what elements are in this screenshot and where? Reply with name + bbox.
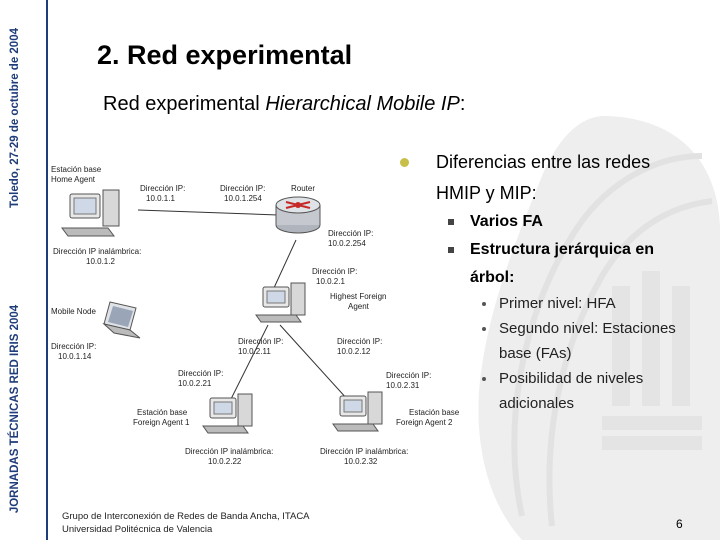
level3-bullet-3-line-1: Posibilidad de niveles — [499, 370, 644, 387]
main-bullet-icon — [400, 158, 409, 167]
level2-bullet-2-line-2: árbol: — [470, 269, 515, 286]
link-hfa-fa1 — [227, 324, 269, 406]
mobile-node-name: Mobile Node — [51, 307, 96, 316]
level3-bullet-2-icon — [482, 327, 486, 331]
slide-subtitle: Red experimental Hierarchical Mobile IP: — [103, 93, 465, 116]
router-icon — [275, 196, 321, 234]
fa1-wireless-label: Dirección IP inalámbrica: — [185, 447, 273, 456]
ha-title-1: Estación base — [51, 165, 102, 174]
level3-bullet-2-line-1: Segundo nivel: Estaciones — [499, 320, 676, 337]
ha-title-2: Home Agent — [51, 175, 96, 184]
subtitle-plain: Red experimental — [103, 93, 266, 115]
fa1-ip: 10.0.2.21 — [178, 379, 212, 388]
hfa-name-2: Agent — [348, 302, 370, 311]
level3-bullet-1-line-1: Primer nivel: HFA — [499, 295, 616, 312]
subtitle-end: : — [459, 93, 466, 115]
sidebar-divider — [46, 0, 48, 540]
network-links — [137, 209, 349, 406]
hfa-right-ip-label: Dirección IP: — [337, 337, 382, 346]
main-bullet-line-1: Diferencias entre las redes — [436, 152, 651, 172]
hfa-ip-label: Dirección IP: — [312, 267, 357, 276]
fa2-name-2: Foreign Agent 2 — [396, 418, 453, 427]
ha-wireless-ip: 10.0.1.2 — [86, 257, 115, 266]
highest-foreign-agent-computer-icon — [255, 282, 306, 323]
mn-ip: 10.0.1.14 — [58, 352, 92, 361]
sidebar-event: JORNADAS TÉCNICAS RED IRIS 2004 — [9, 304, 21, 514]
level2-bullet-1-icon — [448, 219, 454, 225]
mn-ip-label: Dirección IP: — [51, 342, 96, 351]
fa2-ip: 10.0.2.31 — [386, 381, 420, 390]
router-ip-label: Dirección IP: — [220, 184, 265, 193]
link-router-hfa — [272, 239, 297, 291]
ha-ip-label: Dirección IP: — [140, 184, 185, 193]
fa1-name-2: Foreign Agent 1 — [133, 418, 190, 427]
sidebar: Toledo, 27-29 de octubre de 2004 JORNADA… — [0, 0, 46, 540]
ha-wireless-label: Dirección IP inalámbrica: — [53, 247, 141, 256]
foreign-agent-2-computer-icon — [332, 391, 383, 432]
university-seal-watermark — [478, 116, 720, 540]
level2-bullet-2-line-1: Estructura jerárquica en — [470, 241, 655, 258]
hfa-ip: 10.0.2.1 — [316, 277, 345, 286]
fa1-ip-label: Dirección IP: — [178, 369, 223, 378]
hfa-right-ip: 10.0.2.12 — [337, 347, 371, 356]
router-ip2: 10.0.2.254 — [328, 239, 366, 248]
hfa-left-ip: 10.0.2.11 — [238, 347, 271, 356]
level2-bullet-2-icon — [448, 247, 454, 253]
router-ip2-label: Dirección IP: — [328, 229, 373, 238]
footer-line-2: Universidad Politécnica de Valencia — [62, 524, 213, 535]
network-diagram: Estación base Home Agent Dirección IP: 1… — [51, 165, 460, 466]
fa2-wireless-ip: 10.0.2.32 — [344, 457, 378, 466]
ha-ip: 10.0.1.1 — [146, 194, 175, 203]
level3-bullet-1-icon — [482, 302, 486, 306]
router-name: Router — [291, 184, 315, 193]
level3-bullet-2-line-2: base (FAs) — [499, 345, 572, 362]
fa1-wireless-ip: 10.0.2.22 — [208, 457, 242, 466]
router-ip: 10.0.1.254 — [224, 194, 262, 203]
home-agent-computer-icon — [61, 189, 120, 237]
foreign-agent-1-computer-icon — [202, 393, 253, 434]
hfa-name-1: Highest Foreign — [330, 292, 386, 301]
level2-bullet-1-line-1: Varios FA — [470, 213, 543, 230]
level3-bullet-3-icon — [482, 377, 486, 381]
fa1-name-1: Estación base — [137, 408, 188, 417]
fa2-ip-label: Dirección IP: — [386, 371, 431, 380]
fa2-wireless-label: Dirección IP inalámbrica: — [320, 447, 408, 456]
page-number: 6 — [676, 517, 683, 531]
fa2-name-1: Estación base — [409, 408, 460, 417]
mobile-node-laptop-icon — [102, 301, 141, 339]
level3-bullet-3-line-2: adicionales — [499, 395, 575, 412]
link-hfa-fa2 — [279, 324, 349, 401]
footer-line-1: Grupo de Interconexión de Redes de Banda… — [62, 511, 310, 522]
hfa-left-ip-label: Dirección IP: — [238, 337, 283, 346]
main-bullet-line-2: HMIP y MIP: — [436, 183, 537, 203]
link-ha-router — [137, 209, 279, 216]
slide-title: 2. Red experimental — [97, 40, 353, 70]
subtitle-italic: Hierarchical Mobile IP — [265, 93, 460, 115]
sidebar-location-date: Toledo, 27-29 de octubre de 2004 — [9, 28, 21, 209]
footer: Grupo de Interconexión de Redes de Banda… — [62, 510, 310, 536]
